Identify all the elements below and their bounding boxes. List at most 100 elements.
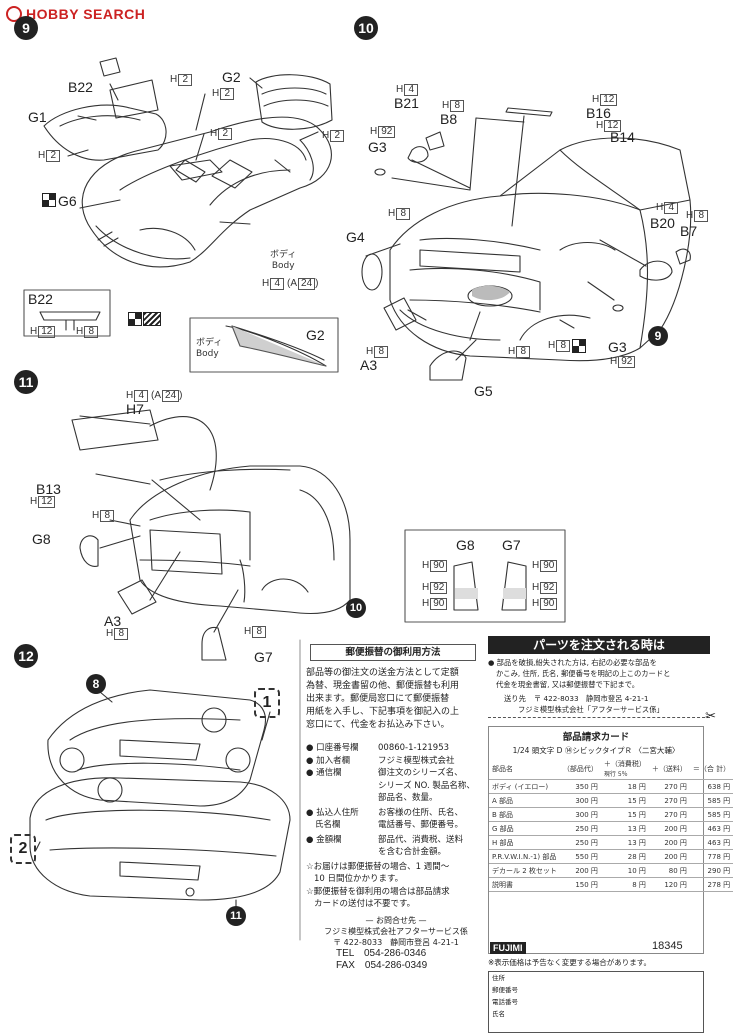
g5-part xyxy=(429,350,467,381)
fujimi-logo: FUJIMI xyxy=(490,942,526,954)
g7-part xyxy=(201,626,227,661)
label-g5: G5 xyxy=(474,383,493,399)
inset-g8-label: G8 xyxy=(456,537,475,553)
substep-1-marker: 1 xyxy=(254,688,280,718)
label-g8: G8 xyxy=(32,531,51,547)
cell-s: 200 円 xyxy=(648,821,690,836)
label-b13: B13 xyxy=(36,481,61,497)
cell-s: 200 円 xyxy=(648,849,690,864)
line-art xyxy=(23,57,692,941)
watermark-brand: HOBBY SEARCH xyxy=(26,6,146,22)
substep-2-marker: 2 xyxy=(10,834,36,864)
label-b7: B7 xyxy=(680,223,698,239)
step-11-marker: 11 xyxy=(14,370,38,394)
label-b22: B22 xyxy=(68,79,93,95)
paint-checker-icon xyxy=(42,193,56,207)
b22-part xyxy=(99,57,121,77)
label-g1: G1 xyxy=(28,109,47,125)
form-tel: 電話番号 xyxy=(492,998,518,1006)
g8-part xyxy=(79,535,99,567)
cell-p: 300 円 xyxy=(559,807,601,822)
cell-t: 13 円 xyxy=(600,821,649,836)
cell-p: 200 円 xyxy=(559,863,601,878)
cell-x: 585 円 xyxy=(689,793,733,808)
cell-x: 585 円 xyxy=(689,807,733,822)
cell-p: 550 円 xyxy=(559,849,601,864)
product-code: 18345 xyxy=(652,940,683,952)
cell-s: 200 円 xyxy=(648,835,690,850)
cell-x: 278 円 xyxy=(689,877,733,892)
label-g4: G4 xyxy=(346,229,365,245)
cell-s: 80 円 xyxy=(648,863,690,878)
cell-t: 15 円 xyxy=(600,793,649,808)
parts-request-card: 部品請求カード 1/24 頭文字 D ⑭シビックタイプＲ 〈二宮大輔〉 部品名 … xyxy=(488,726,733,954)
postal-title: 郵便振替の御利用方法 xyxy=(310,644,476,661)
g6-part xyxy=(169,159,223,181)
ref-step-9: 9 xyxy=(648,326,668,346)
label-a3-rear: A3 xyxy=(104,613,122,629)
cell-p: 300 円 xyxy=(559,793,601,808)
step-9-marker: 9 xyxy=(14,16,38,40)
label-g6: G6 xyxy=(58,193,77,209)
h7-spoiler xyxy=(71,409,159,451)
parts-price-table: 部品名 （部品代） ＋（消費税）現行 5％ ＋（送料） ＝（合 計） ボディ (… xyxy=(489,758,733,892)
cell-s: 120 円 xyxy=(648,877,690,892)
order-instructions: ● 部品を破損,紛失された方は, 右記の必要な部品をかこみ, 住所, 氏名, 郵… xyxy=(488,658,671,714)
cell-name: ボディ (イエロー) xyxy=(489,779,560,794)
g4-part xyxy=(361,253,383,291)
cell-name: デカール 2 枚セット xyxy=(489,863,560,878)
a3-plate xyxy=(383,297,417,331)
postal-contact: — お問合せ先 — フジミ模型株式会社アフターサービス係 〒 422-8033 … xyxy=(324,915,468,947)
cell-t: 10 円 xyxy=(600,863,649,878)
cell-t: 8 円 xyxy=(600,877,649,892)
cell-t: 18 円 xyxy=(600,779,649,794)
step11-car-drawing xyxy=(129,465,351,615)
table-header: 部品名 （部品代） ＋（消費税）現行 5％ ＋（送料） ＝（合 計） xyxy=(489,758,733,780)
postal-intro: 部品等の御注文の送金方法として定額為替、現金書留の他、郵便振替も利用出来ます。郵… xyxy=(306,668,460,730)
cell-name: B 部品 xyxy=(489,807,560,822)
price-notice: ※表示価格は予告なく変更する場合があります。 xyxy=(488,958,652,967)
ref-step-11: 11 xyxy=(226,906,246,926)
card-title: 部品請求カード xyxy=(562,732,630,743)
cell-x: 778 円 xyxy=(689,849,733,864)
cell-p: 250 円 xyxy=(559,835,601,850)
step12-body-drawing xyxy=(29,777,291,901)
b21-part xyxy=(407,146,429,163)
cell-p: 250 円 xyxy=(559,821,601,836)
cell-x: 290 円 xyxy=(689,863,733,878)
inset-g7-label: G7 xyxy=(502,537,521,553)
cell-p: 150 円 xyxy=(559,877,601,892)
cell-name: G 部品 xyxy=(489,821,560,836)
step12-chassis-drawing xyxy=(47,689,267,807)
watermark: HOBBY SEARCH xyxy=(6,6,145,22)
step10-car-drawing xyxy=(389,137,692,362)
ref-step-8: 8 xyxy=(86,674,106,694)
